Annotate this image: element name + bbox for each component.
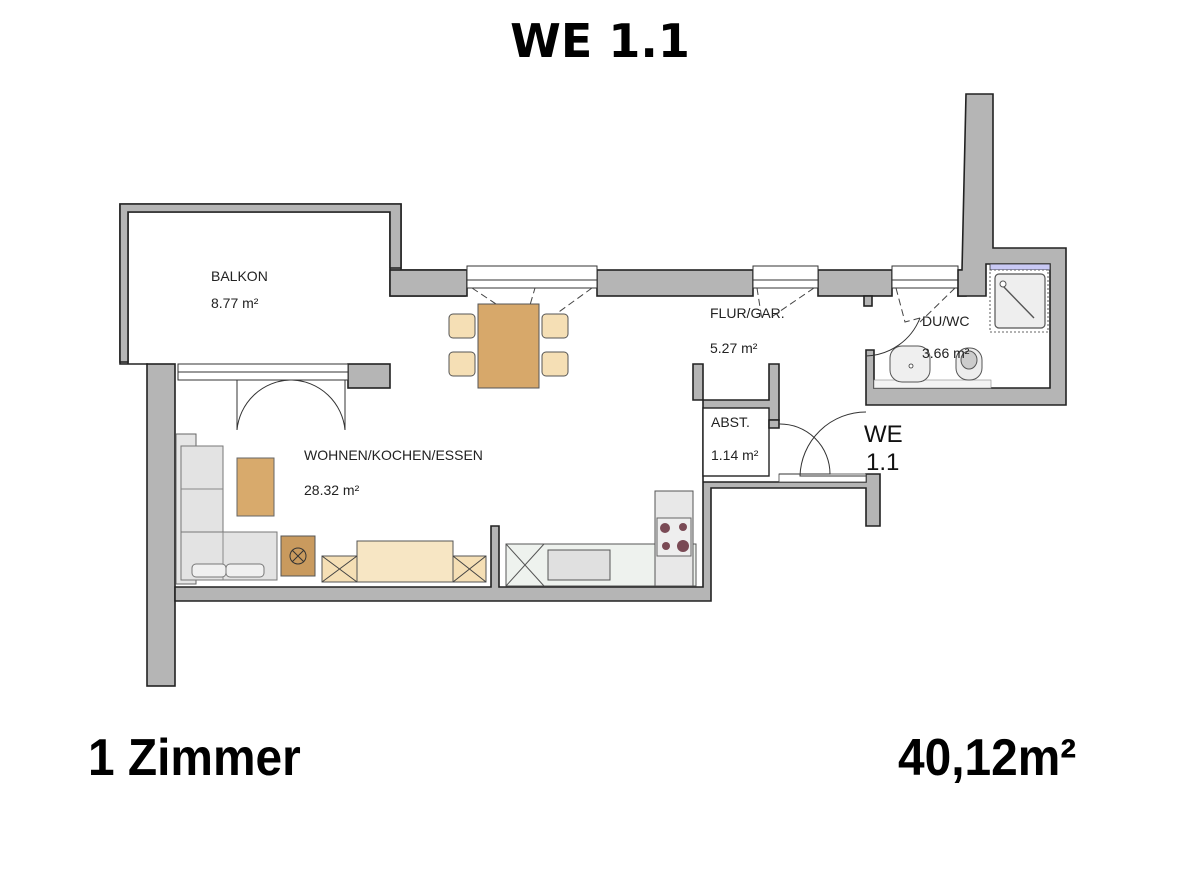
room-area-balkon: 8.77 m² <box>211 295 259 311</box>
living-furniture <box>175 433 487 585</box>
dining-set <box>448 303 569 389</box>
total-area: 40,12m² <box>898 729 1077 787</box>
unit-label-line1: WE <box>864 421 903 448</box>
room-area-abst: 1.14 m² <box>711 447 759 463</box>
storage-walls <box>174 363 881 602</box>
room-area-wohnen: 28.32 m² <box>304 482 360 498</box>
kitchen <box>505 490 697 587</box>
page-title: WE 1.1 <box>510 14 690 68</box>
unit-label-line2: 1.1 <box>866 449 899 476</box>
room-name-abst: ABST. <box>711 414 750 430</box>
room-name-wohnen: WOHNEN/KOCHEN/ESSEN <box>304 447 483 463</box>
room-area-flur: 5.27 m² <box>710 340 758 356</box>
room-name-duwc: DU/WC <box>922 313 969 329</box>
room-area-duwc: 3.66 m² <box>922 345 970 361</box>
windows <box>177 265 959 431</box>
room-name-flur: FLUR/GAR. <box>710 305 785 321</box>
bathroom-fixtures <box>863 263 1051 389</box>
room-name-balkon: BALKON <box>211 268 268 284</box>
room-count: 1 Zimmer <box>88 729 301 787</box>
